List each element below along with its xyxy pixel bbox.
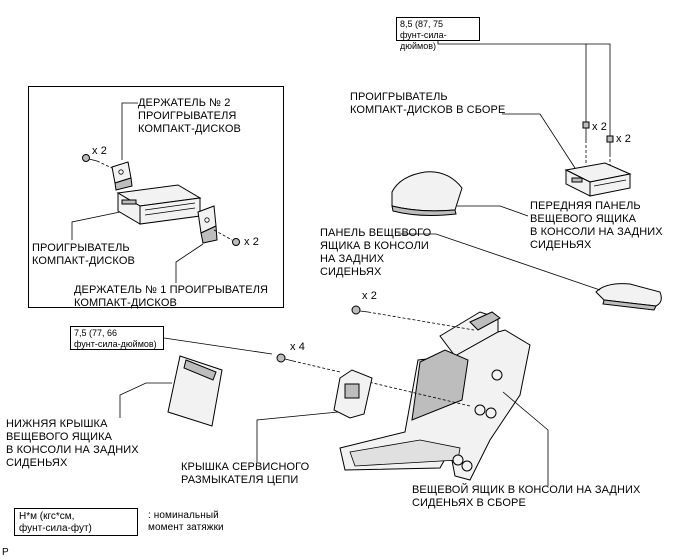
inset-frame	[28, 86, 284, 308]
cd-holder-2-drawing	[111, 161, 133, 191]
corner-mark: P	[2, 547, 9, 558]
console-panel-drawing	[595, 283, 662, 311]
cd-player-inset-drawing	[116, 184, 202, 225]
front-panel-label: ПЕРЕДНЯЯ ПАНЕЛЬ ВЕЩЕВОГО ЯЩИКА В КОНСОЛИ…	[530, 200, 663, 251]
cd-bolt-b-icon	[606, 135, 614, 154]
lower-cover-drawing	[167, 355, 223, 427]
inset-qty-right: x 2	[244, 236, 259, 248]
cd-player-assy-label: ПРОИГРЫВАТЕЛЬ КОМПАКТ-ДИСКОВ В СБОРЕ	[350, 91, 506, 116]
service-cover-drawing	[333, 369, 373, 419]
console-screw-icon	[351, 305, 369, 315]
cd-holder-2-label: ДЕРЖАТЕЛЬ № 2 ПРОИГРЫВАТЕЛЯ КОМПАКТ-ДИСК…	[138, 97, 241, 135]
inset-qty-top: x 2	[92, 145, 107, 157]
cd-player-assy-drawing	[564, 162, 632, 197]
inset-screw-top-icon	[82, 154, 98, 162]
console-panel-label: ПАНЕЛЬ ВЕЩЕВОГО ЯЩИКА В КОНСОЛИ НА ЗАДНИ…	[320, 227, 432, 278]
console-screws-qty: x 2	[362, 290, 377, 302]
cd-bolt-a-icon	[582, 121, 590, 140]
torque-spec-left: 7,5 (77, 66 фунт-сила-дюймов)	[70, 326, 164, 350]
console-box-assy-drawing	[339, 311, 531, 481]
front-panel-drawing	[391, 171, 463, 216]
cd-holder-1-label: ДЕРЖАТЕЛЬ № 1 ПРОИГРЫВАТЕЛЯ КОМПАКТ-ДИСК…	[74, 284, 269, 309]
service-screw-icon	[276, 353, 294, 363]
console-box-assy-label: ВЕЩЕВОЙ ЯЩИК В КОНСОЛИ НА ЗАДНИХ СИДЕНЬЯ…	[412, 484, 641, 509]
service-cover-label: КРЫШКА СЕРВИСНОГО РАЗМЫКАТЕЛЯ ЦЕПИ	[181, 461, 310, 486]
legend-description: : номинальный момент затяжки	[148, 510, 224, 533]
inset-cd-player-label: ПРОИГРЫВАТЕЛЬ КОМПАКТ-ДИСКОВ	[32, 242, 135, 267]
inset-screw-right-icon	[232, 238, 240, 246]
legend-torque-box: Н*м (кгс*см, фунт-сила-фут)	[14, 508, 138, 536]
lower-cover-label: НИЖНЯЯ КРЫШКА ВЕЩЕВОГО ЯЩИКА В КОНСОЛИ Н…	[6, 418, 139, 469]
service-screws-qty: x 4	[290, 341, 305, 353]
bolt-a-qty: x 2	[592, 121, 607, 133]
torque-spec-top: 8,5 (87, 75 фунт-сила-дюймов)	[396, 17, 480, 51]
cd-holder-1-drawing	[197, 205, 218, 244]
bolt-b-qty: x 2	[616, 133, 631, 145]
